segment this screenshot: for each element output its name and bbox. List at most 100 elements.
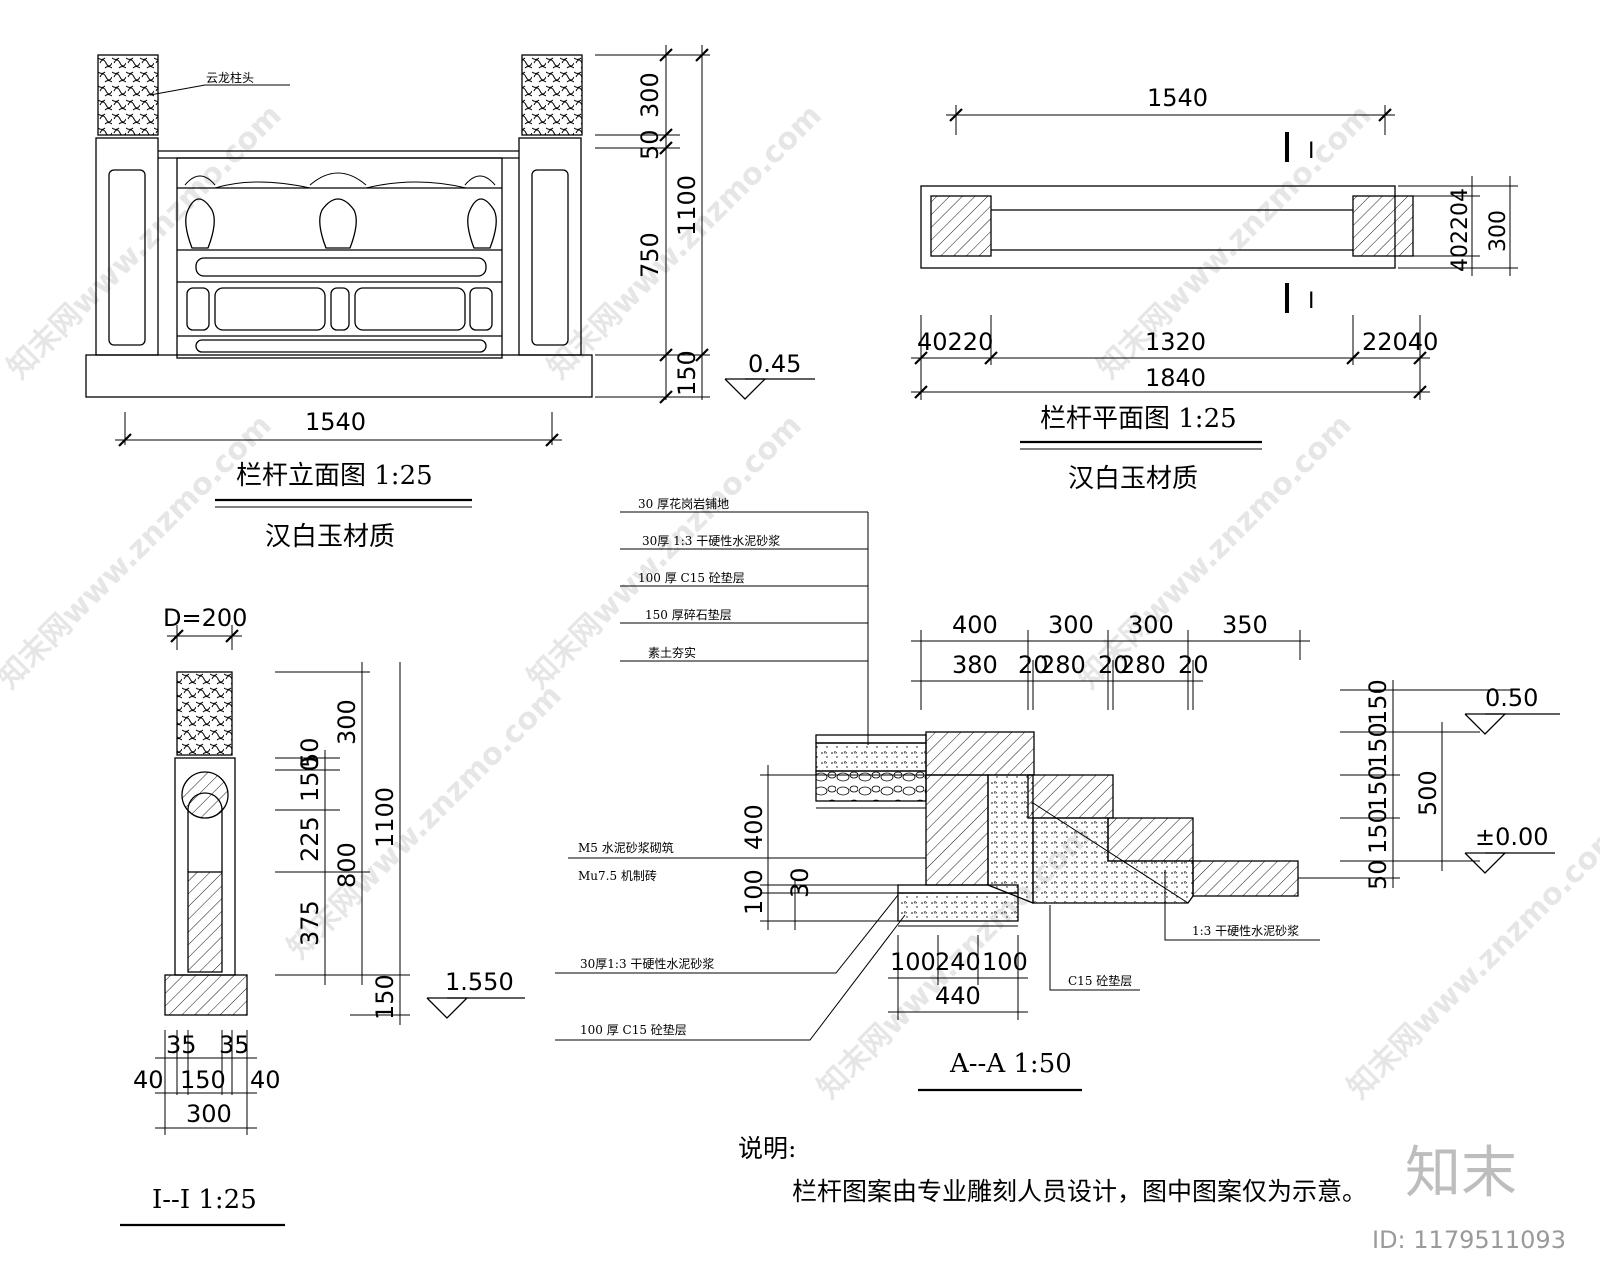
watermark-text: 知末网www.znzmo.com — [1091, 98, 1379, 386]
svg-text:150: 150 — [1364, 808, 1392, 854]
svg-text:1840: 1840 — [1145, 364, 1206, 392]
section-a-title: A--A 1:50 — [949, 1049, 1072, 1079]
svg-text:20: 20 — [1098, 651, 1129, 679]
watermark-text: 知末网www.znzmo.com — [0, 408, 279, 696]
svg-text:20: 20 — [1018, 651, 1049, 679]
svg-text:50: 50 — [1364, 859, 1392, 890]
post-head-left — [97, 54, 159, 136]
plan-title: 栏杆平面图 1:25 — [1040, 404, 1237, 434]
layer-label: 100 厚 C15 砼垫层 — [638, 570, 745, 585]
svg-text:150: 150 — [371, 974, 399, 1020]
railing-plan: 1540 I I 402204 300 40220 1320 — [911, 84, 1518, 494]
step-block — [1192, 860, 1299, 897]
svg-text:440: 440 — [935, 982, 981, 1010]
svg-text:20: 20 — [1178, 651, 1209, 679]
svg-text:500: 500 — [1414, 770, 1442, 816]
elevation-material: 汉白玉材质 — [265, 522, 395, 552]
svg-text:40220: 40220 — [917, 328, 993, 356]
section-i: D=200 50 150 225 375 300 800 1100 150 1.… — [120, 604, 525, 1227]
svg-text:402204: 402204 — [1448, 188, 1473, 272]
svg-text:300: 300 — [636, 72, 664, 118]
svg-text:D=200: D=200 — [163, 604, 247, 632]
svg-text:150: 150 — [1364, 722, 1392, 768]
notes-body: 栏杆图案由专业雕刻人员设计，图中图案仅为示意。 — [792, 1177, 1367, 1206]
watermark-text: 知末网www.znzmo.com — [541, 98, 829, 386]
post-left — [95, 137, 159, 356]
section-i-title: I--I 1:25 — [152, 1185, 257, 1215]
section-base — [164, 974, 248, 1016]
svg-text:1540: 1540 — [1147, 84, 1208, 112]
svg-text:22040: 22040 — [1362, 328, 1438, 356]
plan-post-right — [1352, 195, 1414, 257]
plan-outline — [920, 185, 1396, 269]
layer-label: 素土夯实 — [648, 645, 696, 660]
svg-text:±0.00: ±0.00 — [1475, 823, 1549, 851]
svg-text:400: 400 — [740, 804, 768, 850]
section-rail-circle — [181, 771, 229, 819]
section-post-head — [176, 671, 233, 756]
section-mark: I — [1308, 289, 1315, 314]
step-block — [1107, 817, 1194, 862]
svg-text:350: 350 — [1222, 611, 1268, 639]
plan-material: 汉白玉材质 — [1068, 464, 1198, 494]
svg-text:300: 300 — [1128, 611, 1174, 639]
svg-text:1100: 1100 — [673, 175, 701, 236]
watermark-text: 知末网www.znzmo.com — [281, 678, 569, 966]
svg-text:300: 300 — [333, 699, 361, 745]
elevation-title: 栏杆立面图 1:25 — [236, 461, 433, 491]
post-panel-left — [108, 169, 146, 346]
step-block — [1027, 774, 1114, 819]
svg-text:300: 300 — [1486, 210, 1511, 252]
svg-text:150: 150 — [1364, 765, 1392, 811]
svg-text:150: 150 — [673, 350, 701, 396]
svg-text:150: 150 — [1364, 679, 1392, 725]
svg-text:100: 100 — [982, 948, 1028, 976]
svg-text:150: 150 — [296, 756, 324, 802]
svg-text:300: 300 — [186, 1100, 232, 1128]
brand-logo: 知末 — [1405, 1141, 1517, 1206]
post-right — [518, 137, 582, 356]
layer-label: 150 厚碎石垫层 — [645, 607, 732, 622]
c15-label-right: C15 砼垫层 — [1068, 973, 1132, 988]
mortar-label: 30厚1:3 干硬性水泥砂浆 — [580, 956, 714, 971]
svg-text:400: 400 — [952, 611, 998, 639]
svg-text:35: 35 — [219, 1031, 250, 1059]
svg-text:35: 35 — [166, 1031, 197, 1059]
svg-text:800: 800 — [333, 842, 361, 888]
svg-text:40: 40 — [133, 1066, 164, 1094]
svg-text:1320: 1320 — [1145, 328, 1206, 356]
svg-text:1540: 1540 — [305, 408, 366, 436]
svg-text:280: 280 — [1120, 651, 1166, 679]
svg-text:0.50: 0.50 — [1485, 684, 1538, 712]
svg-text:380: 380 — [952, 651, 998, 679]
layer-label: 30 厚花岗岩铺地 — [638, 496, 729, 511]
brick-wall — [925, 774, 989, 886]
svg-text:1100: 1100 — [371, 787, 399, 848]
mortar-label-right: 1:3 干硬性水泥砂浆 — [1192, 923, 1299, 938]
svg-text:100: 100 — [890, 948, 936, 976]
step-block — [925, 731, 1035, 776]
svg-text:750: 750 — [636, 232, 664, 278]
notes-heading: 说明: — [738, 1134, 796, 1163]
c15-label: 100 厚 C15 砼垫层 — [580, 1022, 687, 1037]
svg-text:300: 300 — [1048, 611, 1094, 639]
svg-text:375: 375 — [296, 900, 324, 946]
plan-post-left — [930, 195, 992, 257]
plinth — [85, 354, 593, 398]
railing-elevation: 云龙柱头 300 50 750 1100 150 0.45 — [85, 45, 815, 552]
section-mark: I — [1308, 139, 1315, 164]
svg-text:150: 150 — [180, 1066, 226, 1094]
svg-text:40: 40 — [250, 1066, 281, 1094]
section-a: 30 厚花岗岩铺地 30厚 1:3 干硬性水泥砂浆 100 厚 C15 砼垫层 … — [555, 496, 1560, 1092]
post-head-right — [521, 54, 583, 136]
brick-label: Mu7.5 机制砖 — [578, 868, 657, 883]
brick-label: M5 水泥砂浆砌筑 — [578, 840, 674, 855]
svg-text:280: 280 — [1040, 651, 1086, 679]
svg-text:225: 225 — [296, 816, 324, 862]
level-label: 0.45 — [748, 350, 801, 378]
svg-text:240: 240 — [935, 948, 981, 976]
post-panel-right — [531, 169, 569, 346]
post-head-label: 云龙柱头 — [206, 70, 254, 85]
notes: 说明: 栏杆图案由专业雕刻人员设计，图中图案仅为示意。 — [738, 1134, 1367, 1206]
layer-label: 30厚 1:3 干硬性水泥砂浆 — [642, 533, 780, 548]
